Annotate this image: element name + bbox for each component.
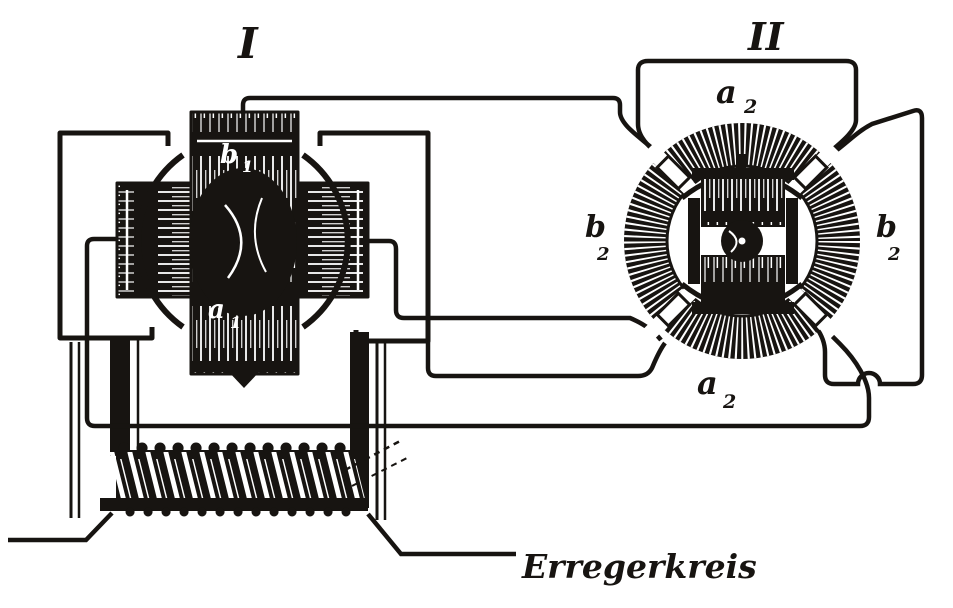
- exciter-circuit-caption: Erregerkreis: [521, 547, 757, 586]
- machine-1-top-label-sub: 1: [242, 157, 253, 176]
- wire-bottom-long: [84, 236, 872, 429]
- exciter-group: [8, 332, 516, 557]
- rotor-left-column: [688, 198, 700, 284]
- rotor-top-block: [701, 177, 785, 227]
- machine-2-title: II: [747, 14, 785, 59]
- rotor-right-column: [786, 198, 798, 284]
- machine-1-coil-tip: [227, 370, 261, 388]
- machine-1-top-label: b: [220, 140, 238, 170]
- rotor-bottom-block: [701, 255, 785, 305]
- ring-armature-hatch: [624, 123, 860, 359]
- wire-lower-phase: [425, 341, 667, 379]
- terminal-left-label: b: [585, 210, 606, 245]
- machine-1-bottom-label: a: [208, 295, 225, 325]
- terminal-bottom-label: a: [697, 364, 718, 402]
- machine-1-field-ring-left: [135, 152, 185, 330]
- terminal-top-label-sub: 2: [743, 96, 757, 118]
- machine-2-group: II: [585, 14, 925, 413]
- machine-1-bottom-label-sub: 1: [230, 313, 241, 332]
- terminal-right-label-sub: 2: [887, 244, 901, 265]
- exciter-lead-left: [8, 511, 114, 543]
- machine-1-title: I: [237, 19, 259, 68]
- core-highlight: [253, 197, 267, 273]
- terminal-top-label: a: [716, 73, 737, 111]
- wiring-group: [84, 95, 872, 429]
- machine-1-group: I b 1 a 1: [57, 19, 431, 388]
- wire-top-phase: [240, 95, 654, 150]
- rotor-bottom-cap: [692, 302, 794, 314]
- wire-right-loop: [814, 108, 925, 387]
- exciter-coil: [100, 442, 368, 517]
- core-highlight: [224, 204, 243, 279]
- left-lead-bar: [110, 338, 130, 456]
- machine-1-field-ring-right: [301, 152, 351, 330]
- machine-2-rotor: [680, 154, 804, 314]
- terminal-bottom-label-sub: 2: [722, 391, 736, 413]
- rotor-top-pin: [736, 154, 746, 174]
- terminal-right-label: b: [876, 210, 897, 245]
- machine-1-left-bracket: [57, 130, 171, 341]
- ring-terminal-blocks: [655, 154, 829, 328]
- shaft-highlight: [728, 230, 738, 253]
- rotor-shaft-center: [738, 237, 746, 245]
- wire-top-loop: [635, 58, 859, 154]
- machine-1-core: [189, 168, 297, 316]
- exciter-lead-right: [366, 512, 516, 557]
- wire-mid-phase: [368, 238, 663, 342]
- terminal-left-label-sub: 2: [596, 244, 610, 265]
